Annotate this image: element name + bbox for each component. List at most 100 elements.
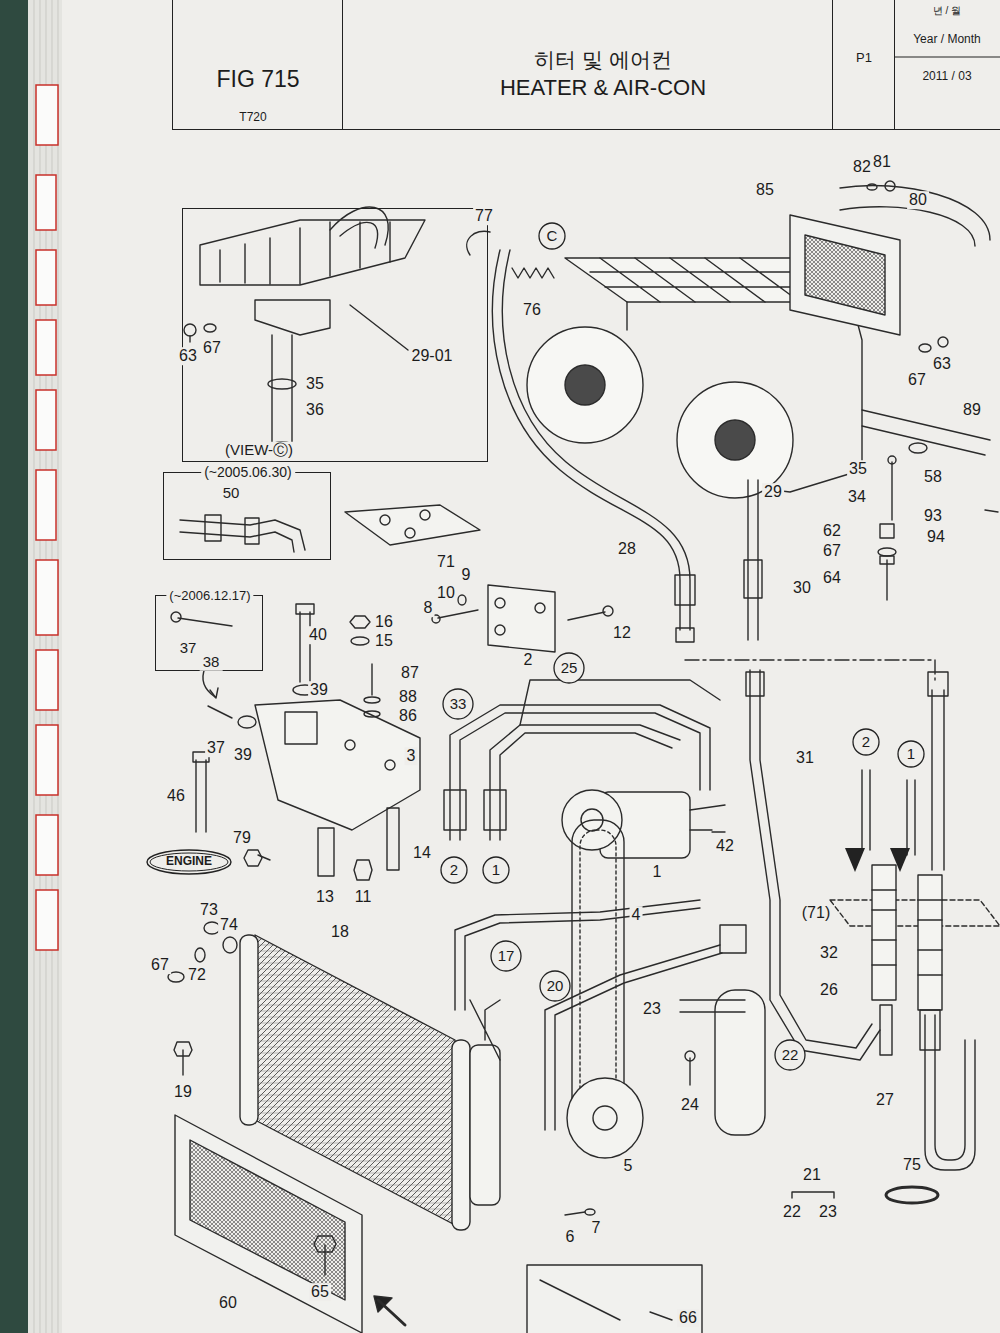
callout-number: 1	[907, 746, 915, 763]
callout-number: 24	[679, 1096, 701, 1114]
callout-number: 15	[373, 632, 395, 650]
callout-number: 29	[762, 483, 784, 501]
callout-number: 9	[460, 566, 473, 584]
callout-number: 77	[473, 207, 495, 225]
callout-circle: 33	[442, 688, 474, 720]
callout-number: 27	[874, 1091, 896, 1109]
callout-number: 32	[818, 944, 840, 962]
box-text: HEATER & AIR-CON	[500, 76, 706, 100]
callout-number: 7	[590, 1219, 603, 1237]
box-text: Year / Month	[913, 33, 981, 46]
callout-number: 82	[851, 158, 873, 176]
callout-number: 26	[818, 981, 840, 999]
callout-number: 33	[450, 696, 467, 713]
callout-number: 80	[907, 191, 929, 209]
callout-number: 64	[821, 569, 843, 587]
callout-circle: 17	[490, 940, 522, 972]
callout-number: 94	[925, 528, 947, 546]
callout-number: 75	[901, 1156, 923, 1174]
engine-tag: ENGINE	[146, 849, 232, 875]
box-heading: 히터 및 에어컨	[534, 48, 672, 71]
callout-number: 46	[165, 787, 187, 805]
callout-number: 13	[314, 888, 336, 906]
direction-arrows	[845, 848, 910, 872]
callout-number: 66	[677, 1309, 699, 1327]
callout-circle: 1	[482, 856, 510, 884]
box-heading: (VIEW-Ⓒ)	[222, 442, 296, 459]
callout-number: 1	[651, 863, 664, 881]
callout-number: 67	[201, 339, 223, 357]
callout-number: 20	[547, 978, 564, 995]
box-text: 2011 / 03	[922, 70, 971, 83]
box-heading: (~2006.12.17)	[166, 589, 253, 603]
callout-number: 79	[231, 829, 253, 847]
callout-number: 67	[821, 542, 843, 560]
callout-circle: C	[538, 222, 566, 250]
callout-number: 60	[217, 1294, 239, 1312]
callout-number: 93	[922, 507, 944, 525]
callout-number: 6	[564, 1228, 577, 1246]
box-text: 38	[200, 654, 223, 671]
callout-number: 67	[906, 371, 928, 389]
callout-number: 2	[862, 734, 870, 751]
callout-number: 23	[817, 1203, 839, 1221]
box-heading: (~2005.06.30)	[201, 465, 295, 480]
box-heading: ENGINE	[166, 855, 212, 868]
callout-number: 36	[304, 401, 326, 419]
callout-number: 25	[561, 660, 578, 677]
callout-number: 30	[791, 579, 813, 597]
callout-number: 42	[714, 837, 736, 855]
box-text: 37	[177, 640, 200, 657]
callout-number: 72	[186, 966, 208, 984]
callout-number: 73	[198, 901, 220, 919]
header-cell: P1	[833, 0, 895, 130]
callout-number: 81	[871, 153, 893, 171]
callout-number: 21	[801, 1166, 823, 1184]
callout-number: 74	[218, 916, 240, 934]
callout-number: 3	[405, 747, 418, 765]
callout-circle: 2	[852, 728, 880, 756]
callout-number: 62	[821, 522, 843, 540]
callout-circle: 2	[440, 856, 468, 884]
header-cell: FIG 715T720	[172, 0, 343, 130]
callout-number: 39	[232, 746, 254, 764]
callout-number: 18	[329, 923, 351, 941]
box-text: 50	[220, 485, 243, 502]
callout-number: 1	[492, 862, 500, 879]
callout-number: 2	[522, 651, 535, 669]
callout-number: 23	[641, 1000, 663, 1018]
header-cell: 년 / 월Year / Month2011 / 03	[895, 0, 1000, 130]
callout-number: 12	[611, 624, 633, 642]
callout-circle: 22	[774, 1039, 806, 1071]
callout-circle: 1	[897, 740, 925, 768]
callout-number: 31	[794, 749, 816, 767]
callout-number: 65	[309, 1283, 331, 1301]
box-text: T720	[239, 111, 266, 124]
callout-number: 19	[172, 1083, 194, 1101]
callout-number: 4	[630, 906, 643, 924]
callout-number: 22	[781, 1203, 803, 1221]
callout-number: 86	[397, 707, 419, 725]
callout-number: 16	[373, 613, 395, 631]
box-heading: P1	[856, 51, 872, 65]
callout-number: 17	[498, 948, 515, 965]
callout-number: 71	[435, 553, 457, 571]
callout-number: 58	[922, 468, 944, 486]
header-title: 히터 및 에어컨 HEATER & AIR-CON	[343, 0, 833, 130]
index-tabs	[36, 85, 58, 950]
callout-number: 67	[149, 956, 171, 974]
callout-number: 63	[931, 355, 953, 373]
callout-number: 2	[450, 862, 458, 879]
callout-number: (71)	[800, 904, 832, 922]
date-note-box: (~2005.06.30)50	[163, 472, 331, 560]
callout-circle: 20	[539, 970, 571, 1002]
callout-number: 22	[782, 1047, 799, 1064]
callout-number: 37	[205, 739, 227, 757]
callout-number: C	[547, 228, 558, 245]
callout-number: 14	[411, 844, 433, 862]
callout-number: 11	[353, 888, 374, 906]
callout-number: 76	[521, 301, 543, 319]
callout-number: 87	[399, 664, 421, 682]
